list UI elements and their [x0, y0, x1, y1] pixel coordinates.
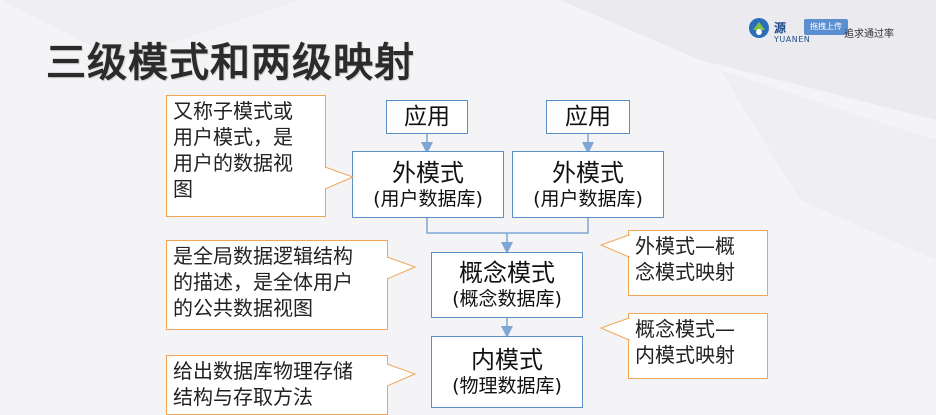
- note-ext-conceptual-mapping: 外模式—概 念模式映射: [628, 230, 768, 296]
- external-schema-box-right: 外模式 (用户数据库): [512, 151, 664, 218]
- note-line: 念模式映射: [635, 260, 735, 284]
- external-schema-right-title: 外模式: [552, 158, 624, 187]
- note-line: 内模式映射: [635, 343, 735, 367]
- note-line: 用户的数据视: [173, 151, 293, 175]
- logo-brand-cn: 源: [774, 21, 787, 35]
- note-internal-schema: 给出数据库物理存储 结构与存取方法: [166, 355, 388, 415]
- app-box-right: 应用: [546, 100, 630, 134]
- external-schema-left-title: 外模式: [392, 158, 464, 187]
- internal-schema-sub: (物理数据库): [452, 375, 562, 397]
- app-box-left: 应用: [386, 100, 468, 134]
- note-conceptual-schema: 是全局数据逻辑结构 的描述，是全体用户 的公共数据视图: [166, 240, 388, 330]
- external-schema-box-left: 外模式 (用户数据库): [352, 151, 504, 218]
- conceptual-schema-box: 概念模式 (概念数据库): [431, 252, 583, 318]
- upload-button[interactable]: 拖拽上传: [804, 19, 848, 35]
- note-line: 外模式—概: [635, 234, 735, 258]
- logo-brand-en: YUANEN: [774, 35, 811, 44]
- conceptual-schema-sub: (概念数据库): [452, 288, 562, 310]
- logo-mark-icon: [749, 18, 769, 38]
- arrow-ext-merge: [426, 218, 589, 234]
- note-pointer: [325, 166, 355, 190]
- external-schema-right-sub: (用户数据库): [533, 187, 643, 210]
- external-schema-left-sub: (用户数据库): [373, 187, 483, 210]
- note-pointer: [387, 363, 417, 387]
- conceptual-schema-title: 概念模式: [459, 259, 555, 287]
- internal-schema-box: 内模式 (物理数据库): [431, 336, 583, 408]
- app-box-left-label: 应用: [404, 104, 450, 130]
- note-line: 的公共数据视图: [173, 296, 313, 320]
- logo-slogan: 追求通过率: [844, 29, 894, 40]
- note-conceptual-internal-mapping: 概念模式— 内模式映射: [628, 313, 768, 379]
- slide-title: 三级模式和两级映射: [46, 39, 415, 86]
- note-line: 给出数据库物理存储: [173, 359, 353, 383]
- note-line: 图: [173, 177, 193, 201]
- internal-schema-title: 内模式: [471, 346, 543, 374]
- brand-logo: 源 YUANEN 拖拽上传 追求通过率: [748, 15, 928, 47]
- note-line: 用户模式，是: [173, 125, 293, 149]
- note-line: 的描述，是全体用户: [173, 270, 353, 294]
- note-pointer: [600, 234, 630, 258]
- note-pointer: [600, 317, 630, 341]
- note-external-schema: 又称子模式或 用户模式，是 用户的数据视 图: [166, 95, 326, 217]
- note-line: 又称子模式或: [173, 99, 293, 123]
- note-line: 结构与存取方法: [173, 385, 313, 409]
- note-pointer: [387, 256, 417, 280]
- note-line: 概念模式—: [635, 317, 735, 341]
- note-line: 是全局数据逻辑结构: [173, 244, 353, 268]
- diagram-arrows: [421, 134, 594, 338]
- app-box-right-label: 应用: [565, 104, 611, 130]
